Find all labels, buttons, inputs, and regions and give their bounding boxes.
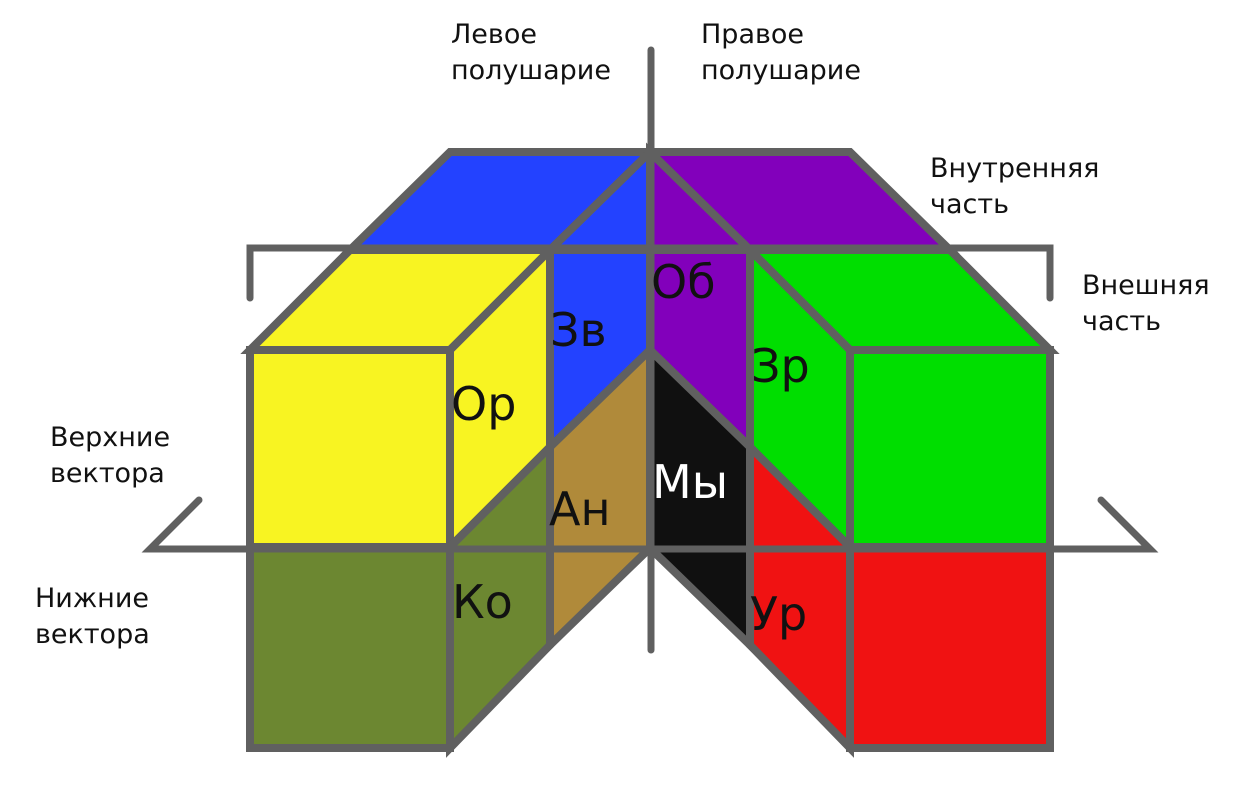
outer-part-line2: часть — [1082, 306, 1161, 337]
right-hemisphere-label: Правое полушарие — [701, 19, 861, 86]
lower-vectors-line1: Нижние — [35, 583, 149, 614]
upper-lower-axis — [141, 496, 1159, 553]
inner-outer-bracket — [246, 244, 1054, 302]
inner-part-label: Внутренняя часть — [930, 153, 1108, 220]
label-or: Ор — [451, 377, 516, 431]
right-hemisphere-line1: Правое — [701, 19, 804, 50]
outer-part-line1: Внешняя — [1082, 270, 1210, 301]
lower-vectors-line2: вектора — [35, 619, 150, 650]
face-ko-front — [246, 543, 454, 752]
face-ur-front — [846, 543, 1054, 752]
face-or-front — [246, 346, 454, 551]
label-zv: Зв — [550, 303, 607, 357]
inner-part-line2: часть — [930, 189, 1009, 220]
label-ko: Ко — [452, 575, 513, 629]
left-hemisphere-line1: Левое — [451, 19, 537, 50]
lower-vectors-label: Нижние вектора — [35, 583, 158, 650]
label-my: Мы — [652, 455, 728, 509]
right-hemisphere-line2: полушарие — [701, 55, 861, 86]
upper-vectors-line2: вектора — [50, 458, 165, 489]
label-an: Ан — [549, 482, 611, 536]
inner-part-line1: Внутренняя — [930, 153, 1099, 184]
face-zr-front — [846, 346, 1054, 551]
upper-vectors-label: Верхние вектора — [50, 422, 179, 489]
left-hemisphere-line2: полушарие — [451, 55, 611, 86]
label-zr: Зр — [751, 339, 810, 393]
outer-part-label: Внешняя часть — [1082, 270, 1218, 337]
upper-vectors-line1: Верхние — [50, 422, 170, 453]
label-ur: Ур — [750, 587, 807, 641]
label-ob: Об — [651, 255, 716, 309]
left-hemisphere-label: Левое полушарие — [451, 19, 611, 86]
